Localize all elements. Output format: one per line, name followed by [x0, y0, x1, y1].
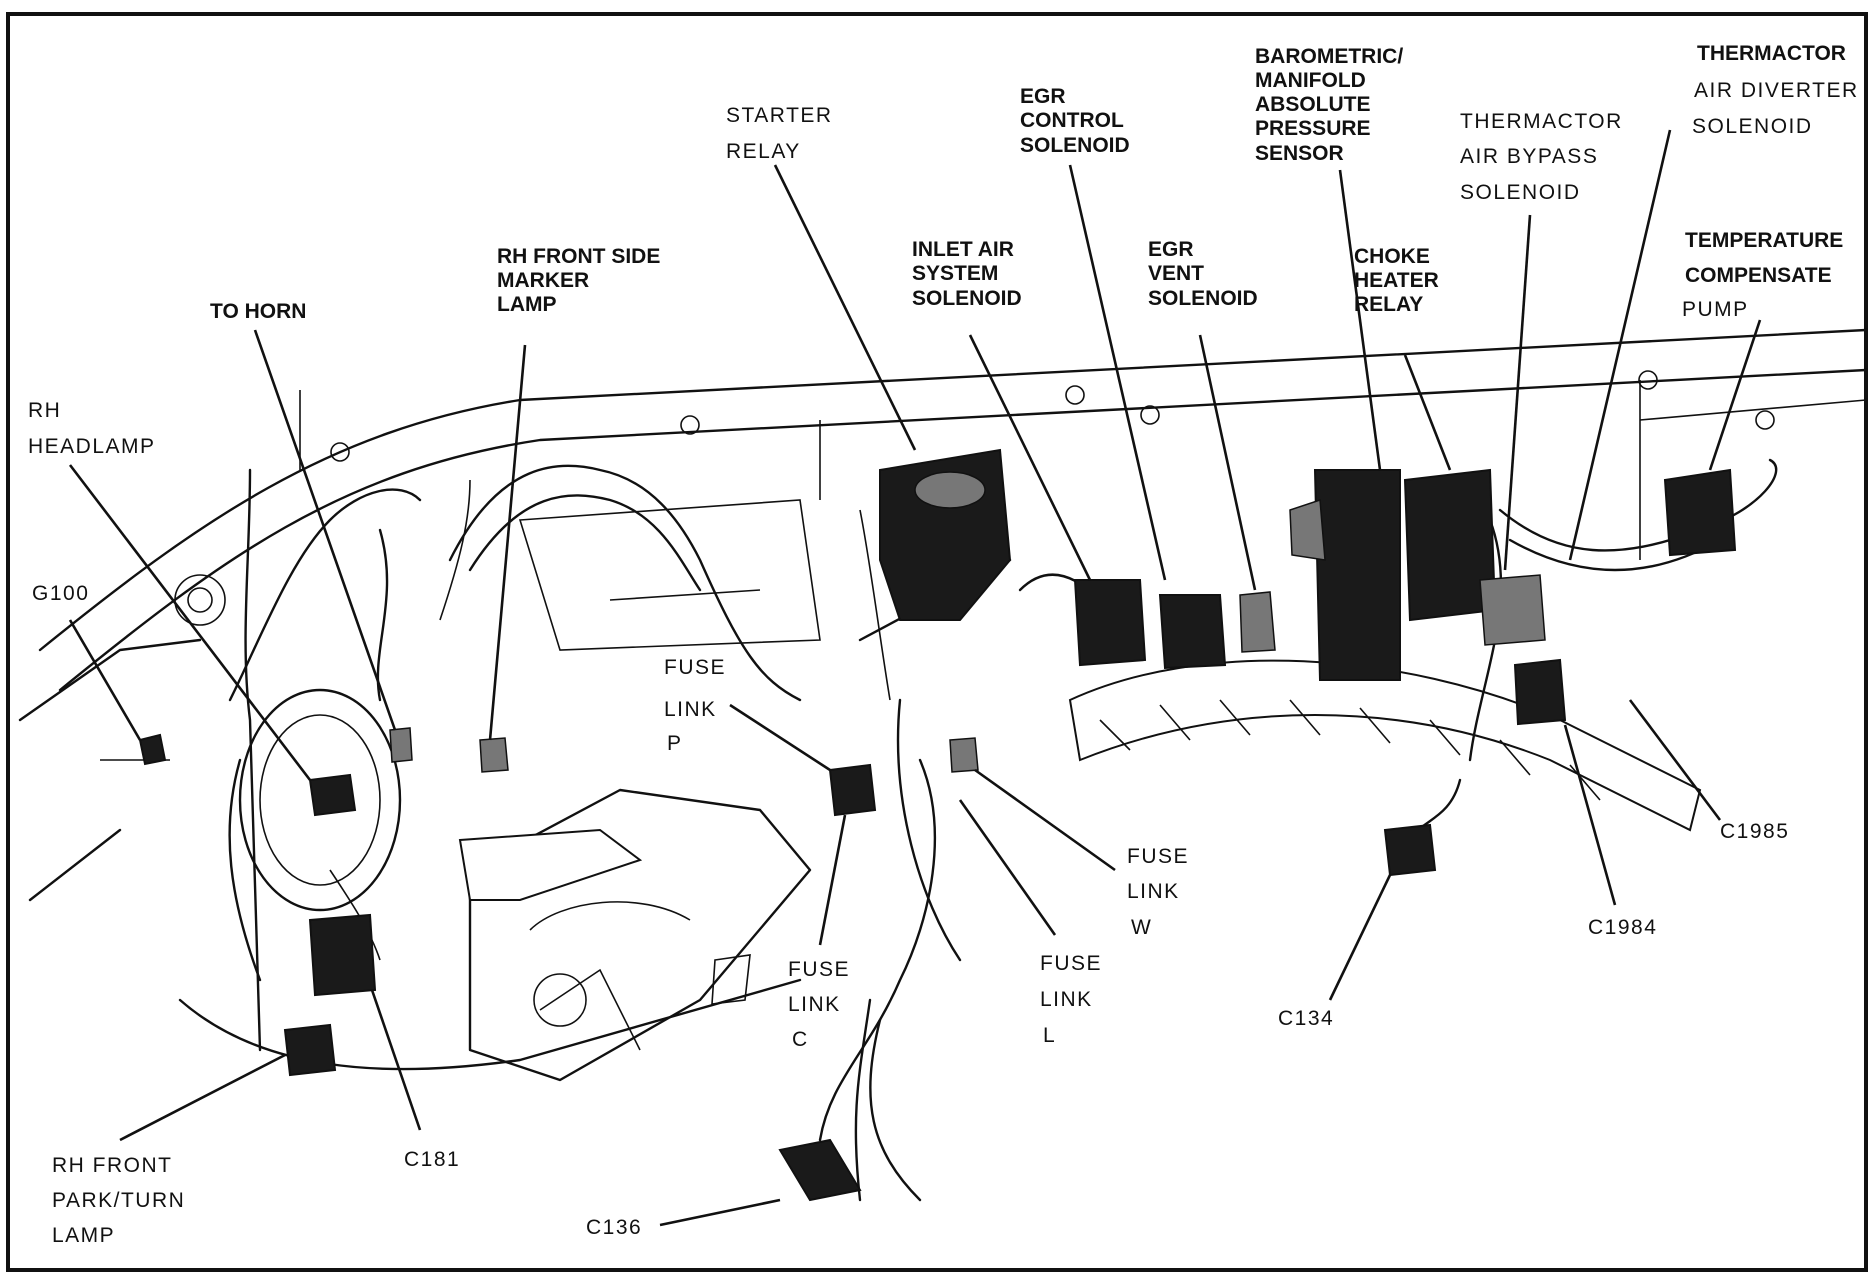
callout-labels: THERMACTOR AIR DIVERTER SOLENOID BAROMET…: [28, 42, 1863, 1247]
label-c1985: C1985: [1720, 820, 1789, 843]
label-c136: C136: [586, 1216, 642, 1239]
label-starter-relay: STARTER RELAY: [726, 104, 837, 163]
label-fuse-link-l: FUSE LINK L: [1040, 952, 1106, 1047]
leader-lines: [68, 129, 1762, 1227]
label-choke-heater-relay: CHOKE HEATER RELAY: [1354, 245, 1443, 316]
label-rh-headlamp: RH HEADLAMP: [28, 399, 156, 458]
frame-border: [6, 12, 1868, 1272]
label-inlet-air-system-solenoid: INLET AIR SYSTEM SOLENOID: [912, 238, 1022, 310]
label-thermactor-air-diverter-solenoid: THERMACTOR AIR DIVERTER SOLENOID: [1692, 42, 1863, 138]
label-c134: C134: [1278, 1007, 1334, 1030]
label-fuse-link-w: FUSE LINK W: [1127, 845, 1193, 939]
label-g100: G100: [32, 582, 89, 605]
components: [138, 448, 1737, 1202]
label-fuse-link-p: FUSE LINK P: [664, 656, 730, 755]
label-fuse-link-c: FUSE LINK C: [788, 958, 854, 1051]
label-egr-vent-solenoid: EGR VENT SOLENOID: [1148, 238, 1258, 310]
label-c181: C181: [404, 1148, 460, 1171]
label-c1984: C1984: [1588, 916, 1657, 939]
wire-harness: [228, 458, 1778, 1202]
label-temperature-compensate-pump: TEMPERATURE COMPENSATE PUMP: [1682, 229, 1848, 321]
label-rh-front-park-turn-lamp: RH FRONT PARK/TURN LAMP: [52, 1154, 190, 1247]
label-barometric-map-sensor: BAROMETRIC/ MANIFOLD ABSOLUTE PRESSURE S…: [1255, 45, 1408, 165]
label-thermactor-air-bypass-solenoid: THERMACTOR AIR BYPASS SOLENOID: [1460, 110, 1627, 204]
label-to-horn: TO HORN: [210, 300, 306, 323]
label-egr-control-solenoid: EGR CONTROL SOLENOID: [1020, 85, 1130, 157]
body-structure: [18, 328, 1868, 1082]
label-rh-front-side-marker-lamp: RH FRONT SIDE MARKER LAMP: [497, 245, 665, 316]
